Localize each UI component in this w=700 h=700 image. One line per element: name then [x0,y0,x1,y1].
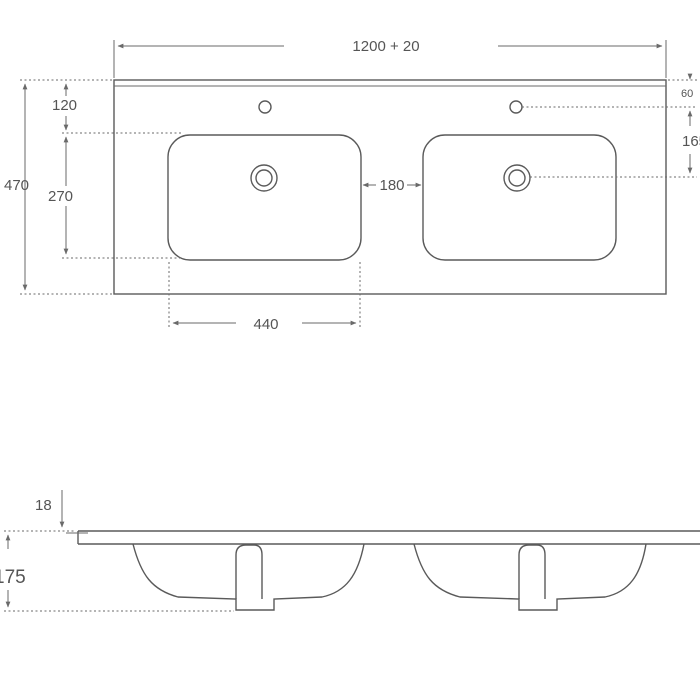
overall-width-label: 1200 + 20 [352,38,419,55]
basin-height-label: 175 [0,567,26,588]
dim-bowl-width: 440 [168,262,361,333]
right-bowl [422,134,617,261]
left-bowl [167,134,362,261]
left-basin-profile [132,543,365,611]
right-tap-hole [509,100,523,114]
left-drain-column [235,544,263,599]
bowl-width-label: 440 [253,316,278,333]
dim-tap-offset: 120 [52,83,77,131]
bowl-gap-label: 180 [379,177,404,194]
side-view: 18 175 [0,490,700,612]
right-basin-profile [413,543,647,611]
dim-bowl-depth: 270 [48,132,182,259]
side-offset-label: 165 [682,133,700,150]
back-edge-label: 60 [681,88,693,100]
dim-overall-width: 1200 + 20 [113,38,667,78]
bowl-depth-label: 270 [48,188,73,205]
overall-depth-label: 470 [4,177,29,194]
right-drain-column [518,544,546,599]
countertop-outline [113,79,667,295]
dim-basin-height: 175 [0,530,234,612]
top-thickness-label: 18 [35,497,52,514]
left-tap-hole [258,100,272,114]
dim-top-thickness: 18 [35,490,65,528]
top-view: 1200 + 20 470 120 270 180 [4,38,700,333]
left-drain [250,164,278,192]
dim-bowl-gap: 180 [362,177,422,194]
dim-right-side: 60 165 [522,73,700,178]
tap-offset-label: 120 [52,97,77,114]
right-drain [503,164,531,192]
dim-overall-depth: 470 [4,79,112,295]
